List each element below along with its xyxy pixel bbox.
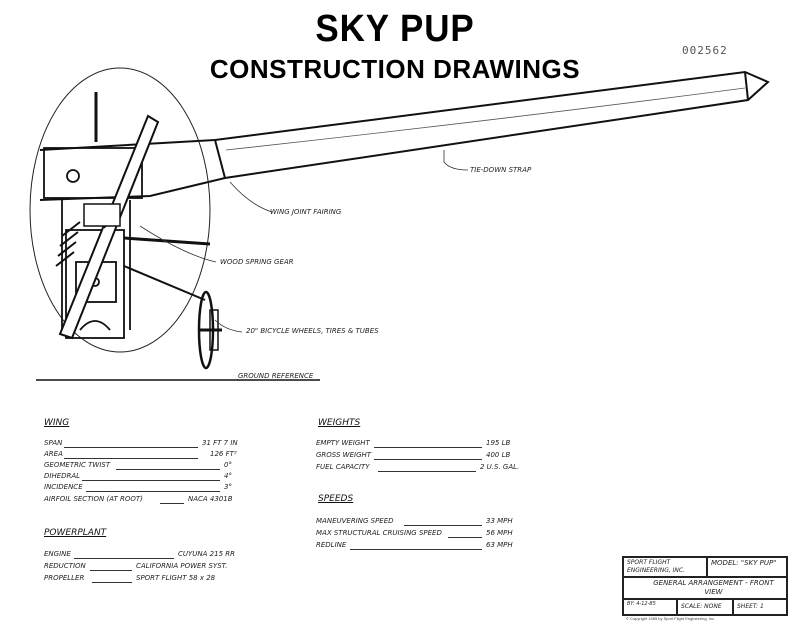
spec-value: 195 LB <box>486 439 511 447</box>
wing-heading: WING <box>44 418 70 428</box>
leader-line <box>92 582 132 583</box>
wing-row: AREA <box>44 450 63 458</box>
powerplant-row: PROPELLER <box>44 574 84 582</box>
wing-row: SPAN <box>44 439 62 447</box>
title-block: SPORT FLIGHT ENGINEERING, INC. MODEL: "S… <box>622 556 788 616</box>
spec-label: REDLINE <box>316 541 347 549</box>
spec-label: MAX STRUCTURAL CRUISING SPEED <box>316 529 442 537</box>
spec-label: MANEUVERING SPEED <box>316 517 394 525</box>
spec-value: 33 MPH <box>486 517 513 525</box>
spec-label: SPAN <box>44 439 63 447</box>
wing-row: INCIDENCE <box>44 483 83 491</box>
wing-row: AIRFOIL SECTION (AT ROOT) <box>44 495 143 503</box>
date-value: 4-12-85 <box>636 601 656 607</box>
spec-value: 31 FT 7 IN <box>202 439 238 447</box>
spec-label: EMPTY WEIGHT <box>316 439 370 447</box>
drawing-title-cell: GENERAL ARRANGEMENT - FRONT VIEW <box>623 577 787 599</box>
spec-value: 400 LB <box>486 451 511 459</box>
powerplant-row: ENGINE <box>44 550 71 558</box>
spec-value: 126 FT² <box>210 450 237 458</box>
callout-ground-reference: GROUND REFERENCE <box>238 372 314 380</box>
page-subtitle: CONSTRUCTION DRAWINGS <box>209 54 581 84</box>
leader-line <box>378 471 476 472</box>
leader-line <box>64 458 198 459</box>
weights-row: EMPTY WEIGHT <box>316 439 370 447</box>
by-date-cell: BY: 4-12-85 <box>623 599 677 615</box>
speeds-row: MAX STRUCTURAL CRUISING SPEED <box>316 529 442 537</box>
weights-row: GROSS WEIGHT <box>316 451 371 459</box>
page-title: SKY PUP <box>315 8 475 50</box>
spec-value: NACA 4301B <box>188 495 233 503</box>
wing-row: DIHEDRAL <box>44 472 80 480</box>
spec-value: 56 MPH <box>486 529 513 537</box>
spec-value: SPORT FLIGHT 58 x 28 <box>136 574 216 582</box>
spec-label: FUEL CAPACITY <box>316 463 370 471</box>
leader-line <box>448 537 482 538</box>
scale-cell: SCALE: NONE <box>677 599 733 615</box>
speeds-row: MANEUVERING SPEED <box>316 517 394 525</box>
spec-value: CUYUNA 215 RR <box>178 550 235 558</box>
model-cell: MODEL: "SKY PUP" <box>707 557 787 577</box>
powerplant-heading: POWERPLANT <box>44 528 107 538</box>
callout-bicycle-wheels: 20" BICYCLE WHEELS, TIRES & TUBES <box>246 327 379 335</box>
spec-label: INCIDENCE <box>44 483 83 491</box>
spec-value: 4° <box>224 472 232 480</box>
copyright-note: © Copyright 1985 by Sport Flight Enginee… <box>626 616 716 621</box>
fuselage <box>43 147 143 339</box>
spec-value: CALIFORNIA POWER SYST. <box>136 562 228 570</box>
propeller-disc <box>29 67 211 353</box>
weights-heading: WEIGHTS <box>318 418 361 428</box>
leader-line <box>374 459 482 460</box>
leader-line <box>74 558 174 559</box>
spring-gear-strut <box>123 236 211 246</box>
leader-line <box>160 503 184 504</box>
spec-label: GROSS WEIGHT <box>316 451 372 459</box>
spec-value: 3° <box>224 483 232 491</box>
speeds-heading: SPEEDS <box>318 494 354 504</box>
sheet-cell: SHEET: 1 <box>733 599 787 615</box>
wing-row: GEOMETRIC TWIST <box>44 461 110 469</box>
engine-assembly <box>55 203 121 267</box>
by-label: BY: <box>627 601 635 607</box>
leader-line <box>86 491 220 492</box>
leader-line <box>82 480 220 481</box>
spec-label: REDUCTION <box>44 562 86 570</box>
spec-label: PROPELLER <box>44 574 85 582</box>
leader-line <box>116 469 220 470</box>
callout-wood-spring-gear: WOOD SPRING GEAR <box>220 258 294 266</box>
weights-row: FUEL CAPACITY <box>316 463 370 471</box>
model-value: "SKY PUP" <box>740 559 777 567</box>
stamp-number: 002562 <box>682 44 728 57</box>
leader-line <box>90 570 132 571</box>
spec-label: ENGINE <box>44 550 71 558</box>
spec-label: AIRFOIL SECTION (AT ROOT) <box>44 495 143 503</box>
spec-label: AREA <box>44 450 63 458</box>
wheel <box>197 290 222 370</box>
leader-line <box>374 447 482 448</box>
leader-line <box>404 525 482 526</box>
spec-label: GEOMETRIC TWIST <box>44 461 111 469</box>
spec-label: DIHEDRAL <box>44 472 81 480</box>
spec-value: 0° <box>224 461 232 469</box>
powerplant-row: REDUCTION <box>44 562 86 570</box>
spec-value: 2 U.S. GAL. <box>480 463 520 471</box>
spec-value: 63 MPH <box>486 541 513 549</box>
leader-line <box>64 447 198 448</box>
speeds-row: REDLINE <box>316 541 346 549</box>
model-label: MODEL: <box>711 559 739 567</box>
company-cell: SPORT FLIGHT ENGINEERING, INC. <box>623 557 707 577</box>
callout-wing-joint-fairing: WING JOINT FAIRING <box>270 208 342 216</box>
leader-line <box>350 549 482 550</box>
callout-tie-down-strap: TIE-DOWN STRAP <box>470 166 532 174</box>
wing-panel <box>39 70 770 201</box>
